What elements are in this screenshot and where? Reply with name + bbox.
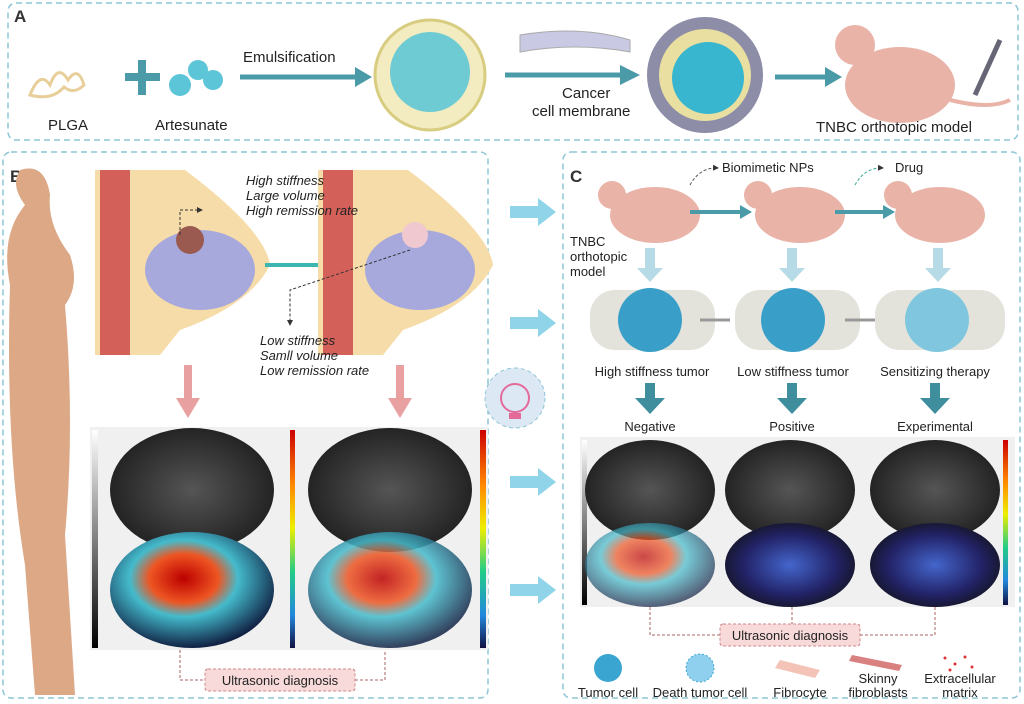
legend-matrix: matrix — [942, 685, 978, 700]
ultrasonic-diagnosis-label-c: Ultrasonic diagnosis — [732, 628, 849, 643]
mice-row — [598, 181, 985, 243]
negative-label: Negative — [624, 419, 675, 434]
high-stiffness-tumor-label: High stiffness tumor — [595, 364, 710, 379]
human-silhouette-icon — [7, 168, 75, 695]
high-stiffness-text: High stiffness — [246, 173, 325, 188]
skinny-fibroblast-icon — [849, 655, 902, 671]
tumor-cell-icon — [594, 654, 622, 682]
tumor-illustrations — [590, 288, 1005, 352]
fibrocyte-icon — [775, 660, 820, 678]
artesunate-label: Artesunate — [155, 117, 228, 134]
artesunate-icon — [169, 60, 223, 96]
panel-c-border — [562, 151, 1021, 699]
ultrasound-images-b — [90, 427, 488, 650]
emulsification-label: Emulsification — [243, 49, 336, 66]
cancer-label: Cancer — [562, 85, 610, 102]
legend-fibroblasts: fibroblasts — [848, 685, 908, 700]
breast-anatomy-low — [318, 170, 493, 355]
legend-skinny: Skinny — [858, 671, 898, 686]
extracellular-matrix-icon — [943, 655, 974, 672]
orthotopic-label: orthotopic — [570, 249, 628, 264]
high-remission-text: High remission rate — [246, 203, 358, 218]
model-label: model — [570, 264, 606, 279]
small-volume-text: Samll volume — [260, 348, 338, 363]
down-arrows-light — [637, 248, 951, 282]
legend-tumor-cell: Tumor cell — [578, 685, 638, 700]
cell-membrane-label: cell membrane — [532, 103, 630, 120]
down-arrows-dark — [635, 383, 950, 414]
ultrasonic-diagnosis-box-b — [204, 668, 356, 692]
plga-label: PLGA — [48, 117, 88, 134]
plga-icon — [27, 71, 86, 99]
legend — [594, 653, 974, 683]
brain-lightbulb-icon — [484, 367, 546, 429]
positive-label: Positive — [769, 419, 815, 434]
panel-a-label: A — [14, 7, 26, 26]
mouse-icon — [835, 25, 1011, 123]
experimental-label: Experimental — [897, 419, 973, 434]
syringe-icon — [972, 38, 1003, 97]
tnbc-label: TNBC — [570, 234, 605, 249]
low-remission-text: Low remission rate — [260, 363, 369, 378]
large-volume-text: Large volume — [246, 188, 325, 203]
low-stiffness-tumor-label: Low stiffness tumor — [737, 364, 849, 379]
cell-membrane-icon — [519, 30, 631, 53]
connector-arrows — [510, 198, 556, 604]
drug-label: Drug — [895, 160, 923, 175]
ultrasonic-diagnosis-box-c — [719, 623, 861, 647]
panel-c-label: C — [570, 167, 582, 186]
breast-anatomy-high — [95, 170, 270, 355]
death-tumor-cell-icon — [685, 653, 715, 683]
legend-extracellular: Extracellular — [924, 671, 996, 686]
tnbc-model-label: TNBC orthotopic model — [816, 119, 972, 136]
legend-death-tumor-cell: Death tumor cell — [653, 685, 748, 700]
ultrasonic-diagnosis-label-b: Ultrasonic diagnosis — [222, 673, 339, 688]
plus-icon — [125, 60, 160, 95]
ultrasound-images-c — [580, 437, 1015, 607]
biomimetic-np-icon — [647, 17, 763, 133]
low-stiffness-text: Low stiffness — [260, 333, 336, 348]
panel-b-border — [2, 151, 489, 699]
sensitizing-therapy-label: Sensitizing therapy — [880, 364, 990, 379]
biomimetic-nps-label: Biomimetic NPs — [722, 160, 814, 175]
nanoparticle-icon — [373, 18, 487, 132]
legend-fibrocyte: Fibrocyte — [773, 685, 826, 700]
